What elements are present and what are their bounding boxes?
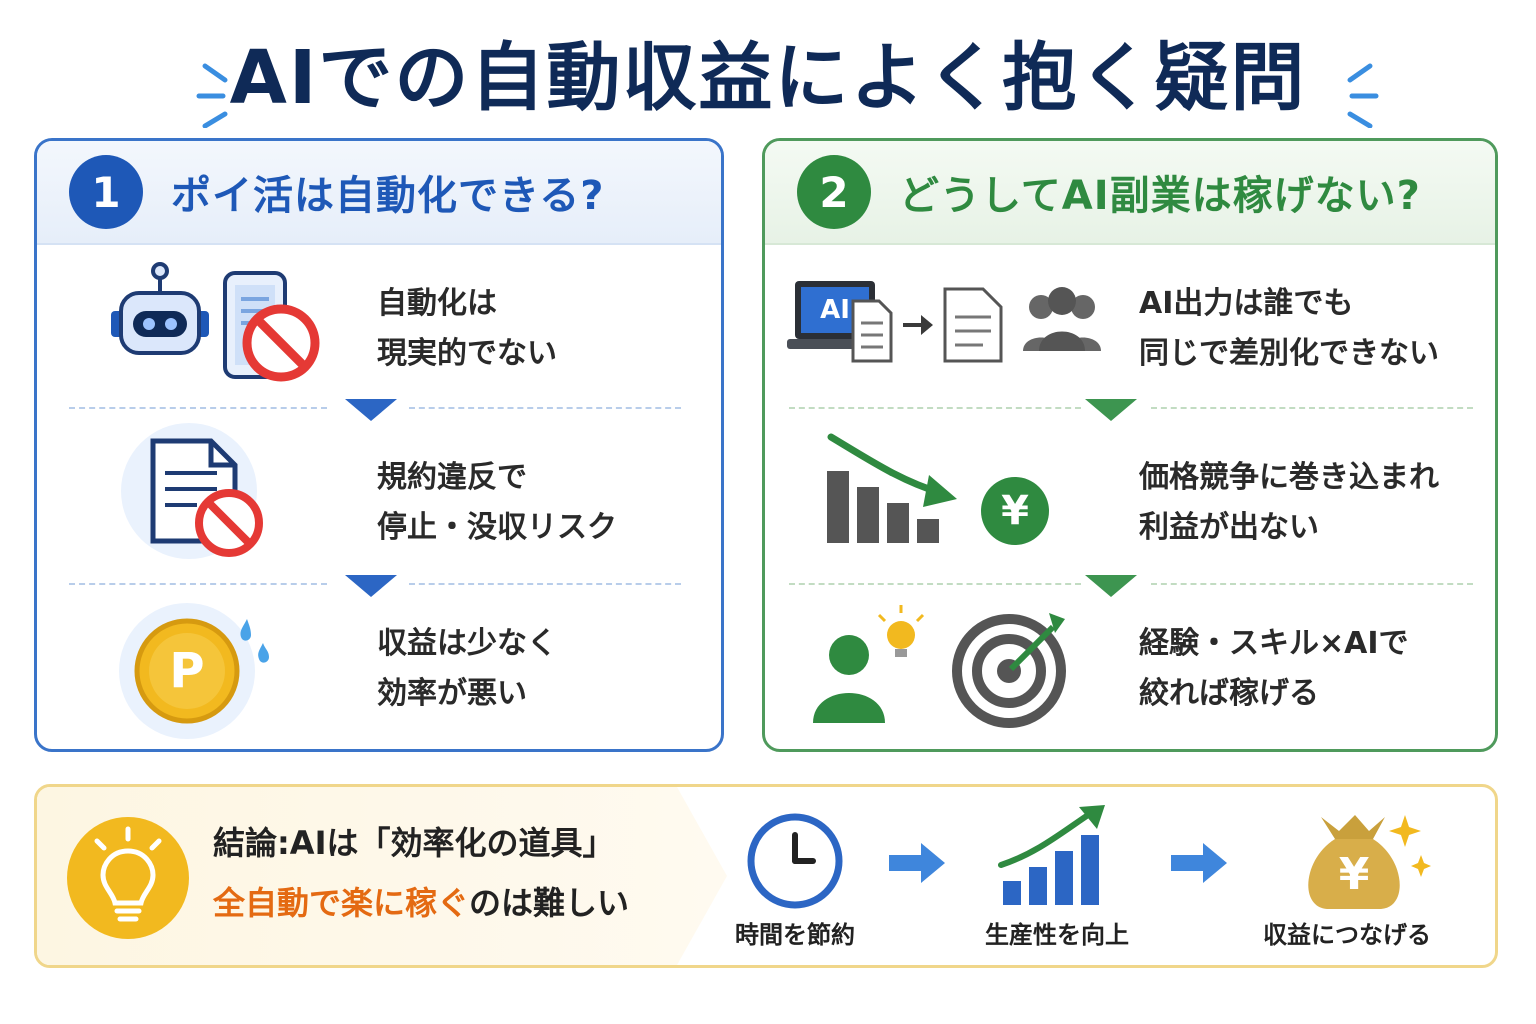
- divider: [789, 583, 1081, 585]
- panel-title: ポイ活は自動化できる?: [171, 173, 605, 219]
- panel-ai-side-job: 2 どうしてAI副業は稼げない? AI AI出力は誰でも 同じで: [762, 138, 1498, 752]
- row-text: AI出力は誰でも 同じで差別化できない: [1139, 286, 1439, 371]
- divider: [1151, 407, 1473, 409]
- divider: [1151, 583, 1473, 585]
- sparkle-right-icon: [1340, 58, 1380, 128]
- down-arrow-icon: [1085, 399, 1137, 421]
- panel-point-activity: 1 ポイ活は自動化できる? 自動化は 現実的でない: [34, 138, 724, 752]
- robot-phone-prohibited-icon: [105, 257, 325, 387]
- title-area: AIでの自動収益によく抱く疑問: [0, 28, 1536, 128]
- step-label-save-time: 時間を節約: [735, 921, 855, 949]
- growth-chart-icon: [997, 803, 1117, 907]
- conclusion-banner: 結論:AIは「効率化の道具」 全自動で楽に稼ぐのは難しい 時間を節約 生産性を向…: [34, 784, 1498, 968]
- yen-symbol: ¥: [1001, 488, 1029, 534]
- conclusion-highlight: 全自動で楽に稼ぐ: [213, 884, 470, 922]
- divider: [69, 583, 327, 585]
- sparkle-left-icon: [195, 58, 235, 128]
- panel-header: 1 ポイ活は自動化できる?: [37, 141, 721, 245]
- conclusion-rest: のは難しい: [469, 884, 630, 922]
- point-coin-sweat-icon: P: [117, 601, 277, 741]
- right-arrow-icon: [1169, 841, 1229, 889]
- divider: [409, 407, 681, 409]
- conclusion-line-1: 結論:AIは「効率化の道具」: [213, 824, 615, 862]
- page-title: AIでの自動収益によく抱く疑問: [229, 35, 1307, 121]
- money-bag-icon: ¥: [1281, 797, 1441, 913]
- row-text: 経験・スキル×AIで 絞れば稼げる: [1139, 626, 1409, 711]
- lightbulb-icon: [67, 817, 189, 939]
- right-arrow-icon: [887, 841, 947, 889]
- clock-icon: [743, 809, 847, 913]
- down-arrow-icon: [1085, 575, 1137, 597]
- coin-letter: P: [169, 643, 205, 699]
- divider: [69, 407, 327, 409]
- panel-title: どうしてAI副業は稼げない?: [899, 173, 1421, 219]
- document-prohibited-icon: [117, 421, 267, 561]
- divider: [409, 583, 681, 585]
- row-text: 価格競争に巻き込まれ 利益が出ない: [1139, 460, 1439, 545]
- declining-chart-yen-icon: ¥: [821, 431, 1061, 551]
- row-text: 収益は少なく 効率が悪い: [377, 626, 557, 711]
- row-text: 自動化は 現実的でない: [377, 286, 557, 371]
- panel-number-badge: 2: [797, 155, 871, 229]
- step-label-revenue: 収益につなげる: [1263, 921, 1431, 949]
- ai-badge: AI: [820, 295, 850, 325]
- row-text: 規約違反で 停止・没収リスク: [377, 460, 617, 545]
- divider: [789, 407, 1081, 409]
- down-arrow-icon: [345, 575, 397, 597]
- person-idea-target-icon: [809, 599, 1089, 729]
- yen-symbol: ¥: [1338, 849, 1370, 900]
- conclusion-line-2: 全自動で楽に稼ぐのは難しい: [213, 879, 629, 927]
- step-label-productivity: 生産性を向上: [985, 921, 1129, 949]
- laptop-document-people-icon: AI: [783, 277, 1113, 367]
- down-arrow-icon: [345, 399, 397, 421]
- panel-number-badge: 1: [69, 155, 143, 229]
- panel-header: 2 どうしてAI副業は稼げない?: [765, 141, 1495, 245]
